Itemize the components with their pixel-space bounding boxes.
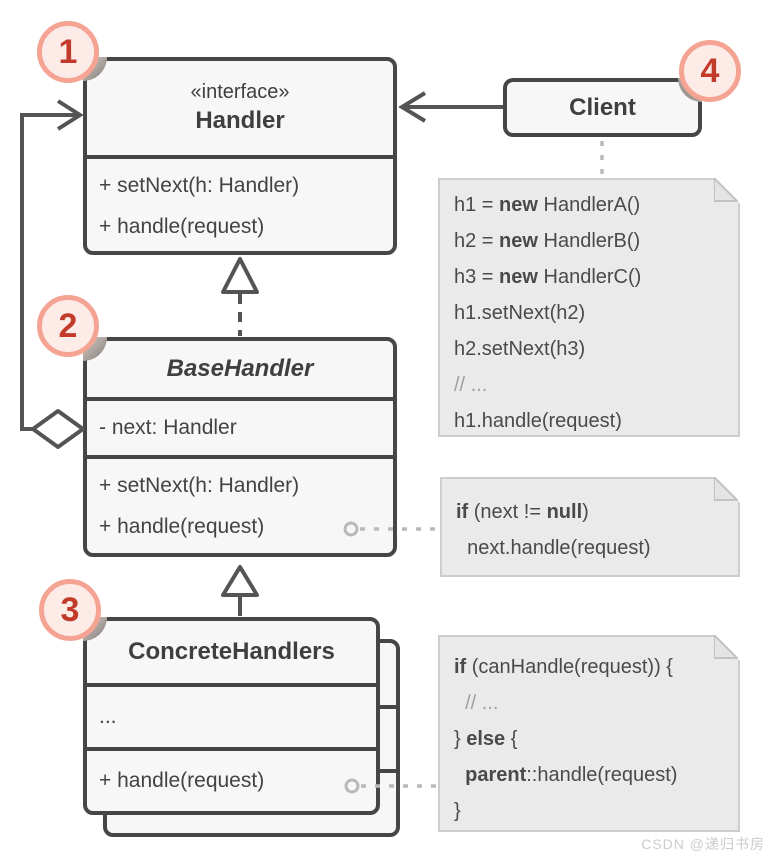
watermark-text: CSDN @递归书房 [641,836,765,852]
class-box-client: Client [503,78,702,137]
code-line: if (canHandle(request)) { [454,656,673,678]
client-class-name: Client [569,93,636,121]
class-box-base-handler: BaseHandler - next: Handler + setNext(h:… [83,337,397,557]
step-badge-3: 3 [39,579,101,641]
code-line: next.handle(request) [456,537,651,559]
note-fold-icon [714,178,740,204]
concrete-handlers-attributes-section: ... [87,683,376,747]
concrete-handlers-title-section: ConcreteHandlers [87,621,376,683]
code-line: h2 = new HandlerB() [454,230,641,252]
class-box-handler: «interface» Handler + setNext(h: Handler… [83,57,397,255]
base-handler-attr-next: - next: Handler [99,416,237,439]
handler-method-setnext: + setNext(h: Handler) [99,174,300,197]
code-line: // ... [465,692,499,714]
open-arrowhead-right-icon [56,99,84,131]
code-line: if (next != null) [456,501,589,523]
aggregation-loop-line [20,113,79,431]
code-line: h2.setNext(h3) [454,338,586,360]
step-badge-2: 2 [37,295,99,357]
base-handler-method-setnext: + setNext(h: Handler) [99,474,300,497]
note-fold-icon [714,635,740,661]
concrete-handlers-class-name: ConcreteHandlers [128,638,335,665]
code-line: } [454,800,461,822]
handler-stereotype-label: «interface» [190,81,290,103]
note-base-handler-code: if (next != null) next.handle(request) [440,477,740,577]
base-handler-methods-section: + setNext(h: Handler) + handle(request) [87,455,393,553]
note-concrete-handlers-code: if (canHandle(request)) { // ... } else {… [438,635,740,832]
code-line: h3 = new HandlerC() [454,266,642,288]
open-arrowhead-left-icon [398,91,427,123]
concrete-handlers-ellipsis: ... [99,705,117,728]
base-handler-class-name: BaseHandler [166,355,314,382]
code-line: h1.setNext(h2) [454,302,586,324]
concrete-handlers-method-handle: + handle(request) [99,769,265,792]
code-line: h1.handle(request) [454,410,622,432]
note-fold-icon [714,477,740,503]
handler-methods-section: + setNext(h: Handler) + handle(request) [87,155,393,251]
base-handler-method-handle: + handle(request) [99,515,265,538]
note-client-code: h1 = new HandlerA() h2 = new HandlerB() h3… [438,178,740,437]
base-handler-title-section: BaseHandler [87,341,393,397]
code-line: } else { [454,728,518,750]
step-badge-4: 4 [679,40,741,102]
concrete-handlers-methods-section: + handle(request) [87,747,376,811]
code-line: parent::handle(request) [465,764,678,786]
handler-method-handle: + handle(request) [99,215,265,238]
hollow-triangle-icon [221,257,259,294]
code-line: h1 = new HandlerA() [454,194,641,216]
handler-title-section: «interface» Handler [87,61,393,155]
base-handler-attributes-section: - next: Handler [87,397,393,455]
hollow-triangle-icon [221,565,259,597]
handler-class-name: Handler [195,107,285,134]
code-line: // ... [454,374,488,396]
step-badge-1: 1 [37,21,99,83]
class-box-concrete-handlers: ConcreteHandlers ... + handle(request) [83,617,380,815]
aggregation-diamond-icon [31,409,85,449]
